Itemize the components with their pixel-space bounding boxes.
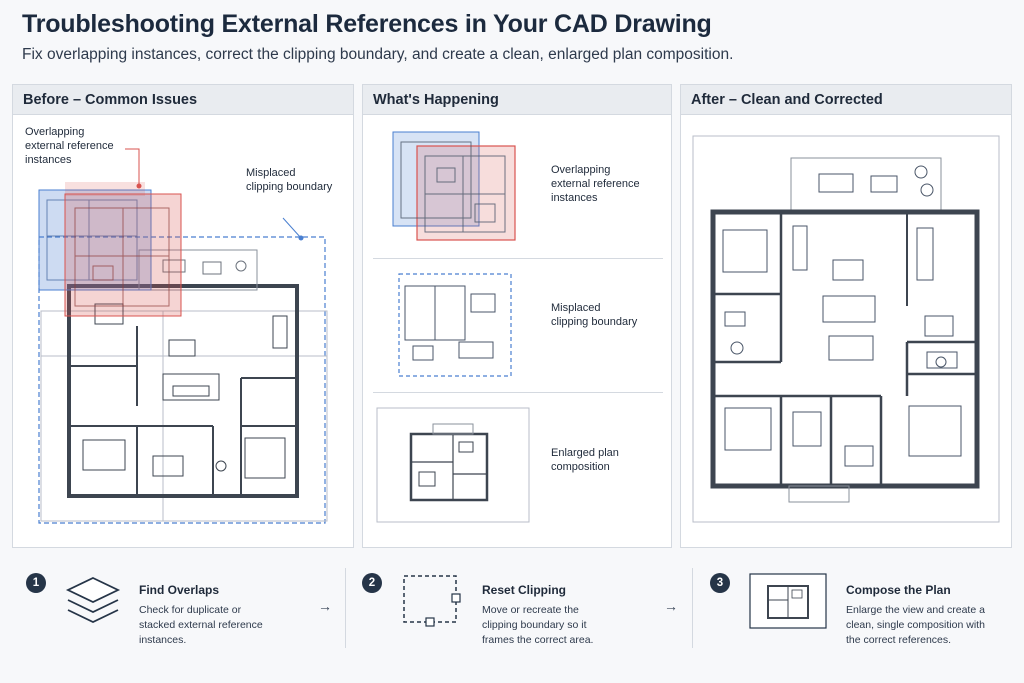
- panel-after-title: After – Clean and Corrected: [681, 85, 1011, 115]
- clip-leader-line: [282, 217, 302, 239]
- enlarged-diagram: [376, 407, 530, 523]
- divider-1: [373, 258, 663, 259]
- after-drawing: [692, 135, 1000, 523]
- happening-label-enlarged: Enlarged plan composition: [551, 447, 619, 473]
- divider-2: [373, 392, 663, 393]
- step-separator-1: [345, 568, 346, 648]
- step-2-number: 2: [362, 573, 382, 593]
- overlap-leader-line: [125, 148, 140, 186]
- clip-diagram: [398, 273, 512, 377]
- happening-label-overlap: Overlapping external reference instances: [551, 164, 640, 204]
- layers-icon: [65, 577, 121, 623]
- happening-label-clip: Misplaced clipping boundary: [551, 302, 638, 328]
- patio-furniture-after: [818, 165, 934, 197]
- duplicate-plan-ghost: [40, 310, 328, 522]
- plan-frame-icon: [749, 573, 827, 629]
- overlap-instance-red: [64, 182, 182, 317]
- misplaced-clip-boundary: [38, 236, 326, 524]
- furniture-after: [722, 225, 962, 467]
- step-3-desc: Enlarge the view and create a clean, sin…: [846, 604, 985, 646]
- floor-plan-before: [67, 284, 299, 498]
- label-overlapping-instances: Overlapping external reference instances: [25, 126, 114, 166]
- step-2-title: Reset Clipping: [482, 583, 567, 597]
- panel-before: Before – Common Issues: [12, 84, 354, 548]
- step-2-desc: Move or recreate the clipping boundary s…: [482, 604, 594, 646]
- step-separator-2: [692, 568, 693, 648]
- patio: [138, 249, 258, 291]
- happening-drawings: [373, 131, 663, 523]
- step-1-desc: Check for duplicate or stacked external …: [139, 604, 263, 646]
- sheet-frame: [692, 135, 1000, 523]
- panel-before-title: Before – Common Issues: [13, 85, 353, 115]
- overlap-instance-blue: [38, 189, 152, 291]
- page-subtitle: Fix overlapping instances, correct the c…: [22, 46, 734, 63]
- clip-leader-dot: [298, 235, 304, 241]
- patio-furniture: [162, 259, 247, 275]
- panel-happening: What's Happening: [362, 84, 672, 548]
- step-arrow-1-icon: →: [318, 598, 332, 614]
- panel-happening-title: What's Happening: [363, 85, 671, 115]
- overlap-leader-dot: [136, 183, 142, 189]
- step-3-title: Compose the Plan: [846, 583, 951, 597]
- dashed-boundary-icon: [403, 575, 461, 627]
- label-misplaced-clip: Misplaced clipping boundary: [246, 167, 333, 193]
- overlap-diagram: [392, 131, 516, 241]
- step-3-number: 3: [710, 573, 730, 593]
- step-arrow-2-icon: →: [664, 598, 678, 614]
- entry-step: [788, 485, 850, 503]
- before-drawing: [38, 148, 328, 524]
- panel-after: After – Clean and Corrected: [680, 84, 1012, 548]
- step-1-number: 1: [26, 573, 46, 593]
- step-1-title: Find Overlaps: [139, 583, 220, 597]
- page-title: Troubleshooting External References in Y…: [22, 10, 712, 38]
